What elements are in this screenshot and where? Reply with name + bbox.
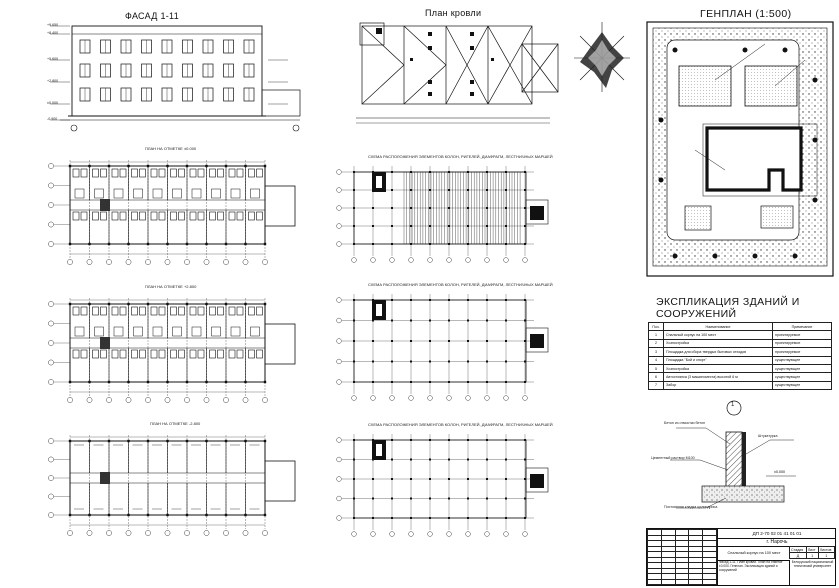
table-cell: Автостоянка (3 машиноместа) высотой 6 м [663, 372, 773, 382]
scheme-3 [336, 434, 549, 537]
stamp-place: г. Нарочь [717, 538, 836, 547]
wind-rose-icon [574, 22, 630, 92]
stamp-contents: Фасад 1-11. План кровли. План на отметке… [717, 560, 789, 585]
table-cell: существующее [772, 355, 832, 365]
scheme2-caption: СХЕМА РАСПОЛОЖЕНИЯ ЭЛЕМЕНТОВ КОЛОН, РИГЕ… [368, 282, 553, 287]
table-cell: существующее [772, 363, 832, 374]
stamp-val: Д [789, 552, 807, 559]
scheme-1 [336, 166, 549, 263]
stamp-org: Белорусский национальный технический уни… [789, 560, 835, 585]
genplan-title: ГЕНПЛАН (1:500) [700, 8, 792, 20]
table-header: Поз. [648, 321, 664, 332]
scheme-2 [336, 294, 549, 401]
wall-detail-drawing: ±0.000 [670, 400, 796, 509]
table-cell: существующее [772, 380, 832, 391]
stamp-val: 1 [805, 552, 819, 559]
detail-label: Штукатурка [758, 434, 778, 438]
plan1-caption: ПЛАН НА ОТМЕТКЕ ±0.000 [145, 146, 197, 151]
table-cell: Спальный корпус на 100 мест [663, 330, 773, 340]
detail-label: Цементный раствор М100 [651, 456, 695, 460]
table-header: Наименование [663, 321, 773, 332]
table-cell: 5 [648, 363, 664, 374]
scheme3-caption: СХЕМА РАСПОЛОЖЕНИЯ ЭЛЕМЕНТОВ КОЛОН, РИГЕ… [368, 422, 553, 427]
table-cell: проектируемое [772, 338, 832, 349]
table-cell: Забор [663, 380, 773, 391]
table-cell: существующее [772, 372, 832, 382]
table-cell: Хозпостройка [663, 363, 773, 374]
table-cell: 1 [648, 330, 664, 340]
table-header: Примечание [772, 321, 832, 332]
roof-title: План кровли [425, 8, 482, 18]
plan3-caption: ПЛАН НА ОТМЕТКЕ -2.800 [150, 421, 201, 426]
table-header-row: Поз. Наименование Примечание [648, 321, 832, 332]
table-cell: 7 [648, 380, 664, 391]
title-block: ДП 2-70 02 01 41 01 01 г. Нарочь Спальны… [646, 528, 836, 586]
facade-drawing [50, 25, 301, 132]
table-cell: 2 [648, 338, 664, 349]
table-cell: Хозпостройка [663, 338, 773, 349]
table-cell: проектируемое [772, 347, 832, 357]
facade-title: ФАСАД 1-11 [125, 11, 179, 21]
floor-plan-3 [48, 435, 296, 536]
floor-plan-2 [48, 298, 296, 403]
genplan-drawing [646, 21, 834, 277]
table-cell: 6 [648, 372, 664, 382]
detail-label: Бетон из отмостки бетон [664, 421, 706, 425]
elev-label: +8.400 [47, 31, 59, 35]
stamp-code: ДП 2-70 02 01 41 01 01 [717, 529, 836, 539]
plan2-caption: ПЛАН НА ОТМЕТКЕ +2.800 [145, 284, 197, 289]
floor-plan-1 [48, 160, 296, 265]
table-cell: проектируемое [772, 330, 832, 340]
table-cell: 4 [648, 355, 664, 365]
table-cell: Площадка для сбора твердых бытовых отход… [663, 347, 773, 357]
elev-label: +9.650 [47, 23, 59, 27]
stamp-val: 1 [817, 552, 836, 559]
detail-elev: ±0.000 [774, 470, 785, 474]
elev-label: +5.600 [47, 57, 59, 61]
detail-number: 1 [731, 402, 735, 408]
table-cell: 3 [648, 347, 664, 357]
roof-plan-drawing [356, 22, 559, 124]
elev-label: -0.900 [47, 117, 58, 121]
scheme1-caption: СХЕМА РАСПОЛОЖЕНИЯ ЭЛЕМЕНТОВ КОЛОН, РИГЕ… [368, 154, 553, 159]
table-cell: Площадка "Бой и спорт" [663, 355, 773, 365]
elev-label: +2.800 [47, 79, 59, 83]
elev-label: ±0.000 [47, 101, 58, 105]
stamp-signatures [647, 529, 717, 585]
detail-label: Постоянная кладка цилиндриса [664, 505, 718, 509]
explication-title: ЭКСПЛИКАЦИЯ ЗДАНИЙ И СООРУЖЕНИЙ [656, 296, 800, 320]
stamp-object: Спальный корпус на 100 мест [717, 546, 790, 561]
